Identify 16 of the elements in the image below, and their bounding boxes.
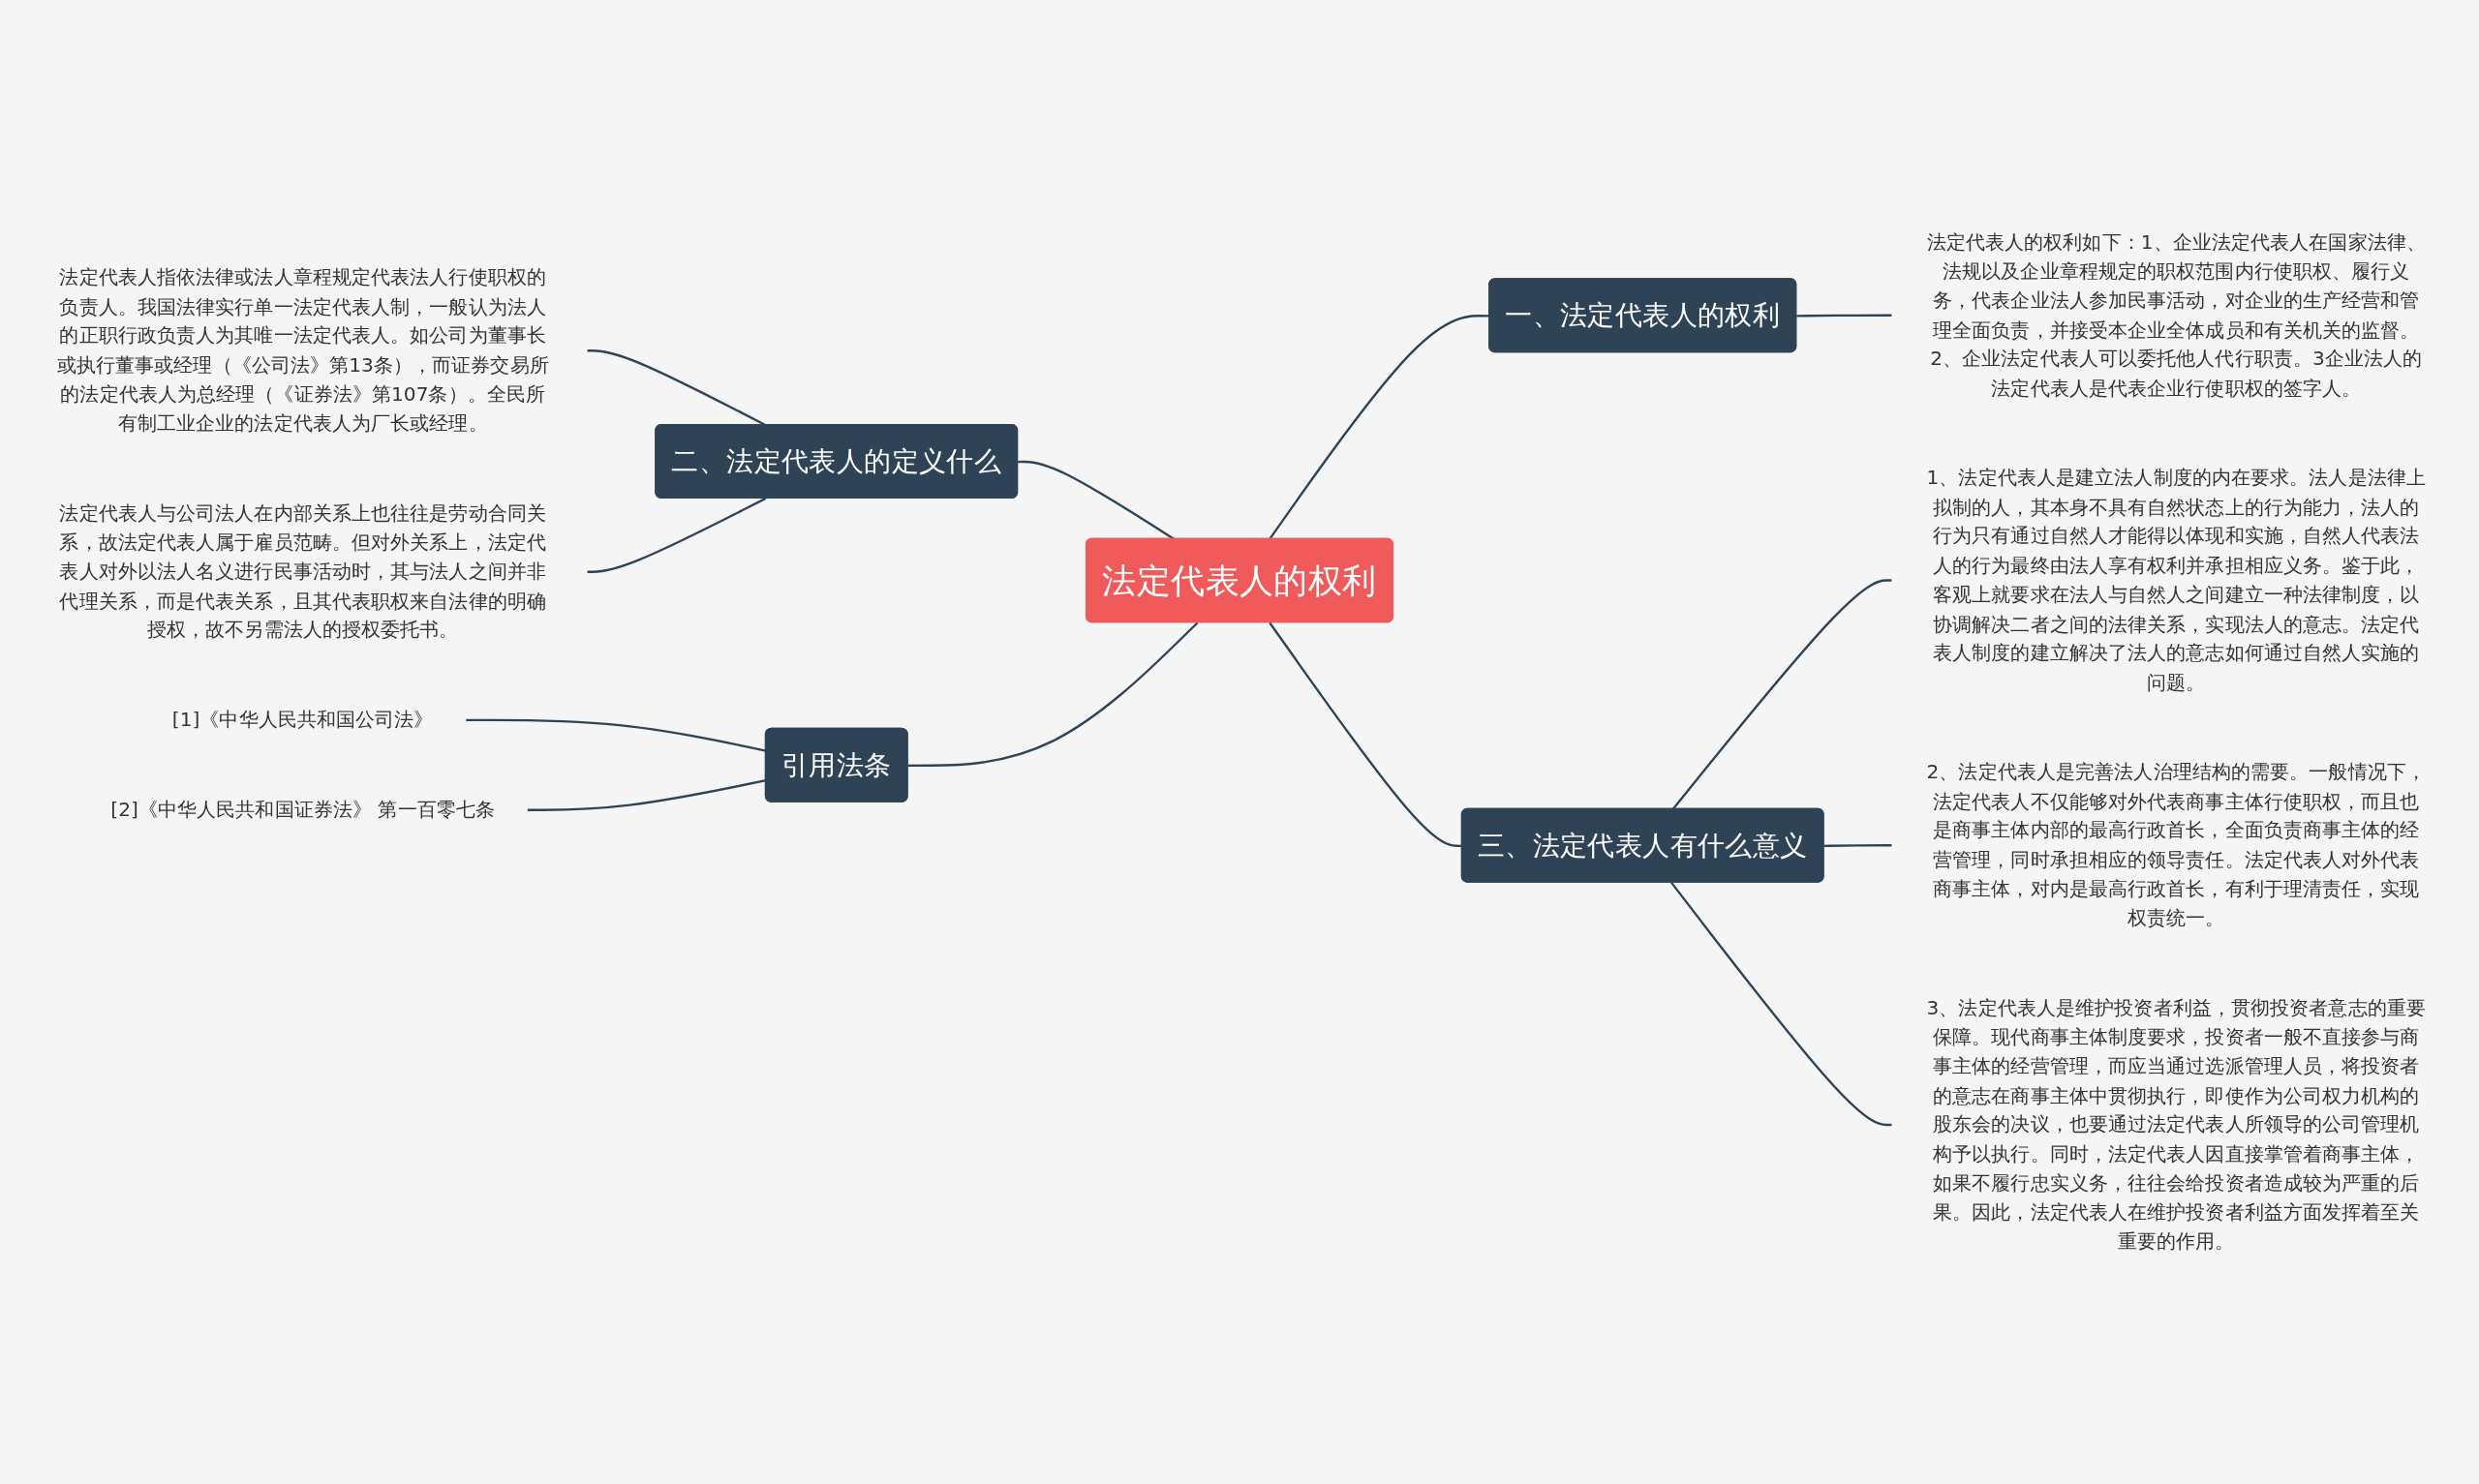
connector (1671, 579, 1892, 810)
node-text: 1、法定代表人是建立法人制度的内在要求。法人是法律上拟制的人，其本身不具有自然状态上的行为能力，法人的行为只有通过自然人才能得以体现和实施，自然人代表法人的行为最终由法人享有权利并承担相应义务。鉴于此，客观上就要求在法人与自然人之间建立一种法律制度，以协调解决二者之间的法律关系，实现法人的意志。法定代表人制度的建立解决了法人的意志如何通过自然人实施的问题。 (1926, 466, 2426, 693)
connector (1269, 621, 1462, 847)
node-text: 法定代表人与公司法人在内部关系上也往往是劳动合同关系，故法定代表人属于雇员范畴。但对外关系上，法定代表人对外以法人名义进行民事活动时，其与法人之间并非代理关系，而是代表关系，且其代表职权来自法律的明确授权，故不另需法人的授权委托书。 (59, 500, 546, 641)
connector (1796, 314, 1892, 318)
node-text: 法定代表人的权利如下：1、企业法定代表人在国家法律、法规以及企业章程规定的职权范围内行使职权、履行义务，代表企业法人参加民事活动，对企业的生产经营和管理全面负责，并接受本企业全体成员和有关机关的监督。2、企业法定代表人可以委托他人代行职责。3企业法人的法定代表人是代表企业行使职权的签字人。 (1926, 229, 2426, 400)
connector (587, 497, 767, 573)
connector (907, 621, 1199, 768)
connector (1018, 460, 1176, 540)
node-text: 3、法定代表人是维护投资者利益，贯彻投资者意志的重要保障。现代商事主体制度要求，投资者一般不直接参与商事主体的经营管理，而应当通过选派管理人员，将投资者的意志在商事主体中贯彻执行，即使作为公司权力机构的股东会的决议，也要通过法定代表人所领导的公司管理机构予以执行。同时，法定代表人因直接掌管着商事主体，如果不履行忠实义务，往往会给投资者造成较为严重的后果。因此，法定代表人在维护投资者利益方面发挥着至关重要的作用。 (1926, 995, 2426, 1253)
connector (1670, 881, 1892, 1127)
node-text: 2、法定代表人是完善法人治理结构的需要。一般情况下，法定代表人不仅能够对外代表商事主体行使职权，而且也是商事主体内部的最高行政首长，全面负责商事主体的经营管理，同时承担相应的领导责任。法定代表人对外代表商事主体，对内是最高行政首长，有利于理清责任，实现权责统一。 (1926, 760, 2426, 929)
node-text: 法定代表人指依法律或法人章程规定代表法人行使职权的负责人。我国法律实行单一法定代表人制，一般认为法人的正职行政负责人为其唯一法定代表人。如公司为董事长或执行董事或经理（《公司法》第13条），而证券交易所的法定代表人为总经理（《证券法》第107条）。全民所有制工业企业的法定代表人为厂长或经理。 (56, 265, 549, 435)
node-text: [2]《中华人民共和国证券法》 第一百零七条 (110, 798, 496, 821)
node-text: [1]《中华人民共和国公司法》 (171, 708, 434, 731)
connector (1823, 844, 1892, 847)
